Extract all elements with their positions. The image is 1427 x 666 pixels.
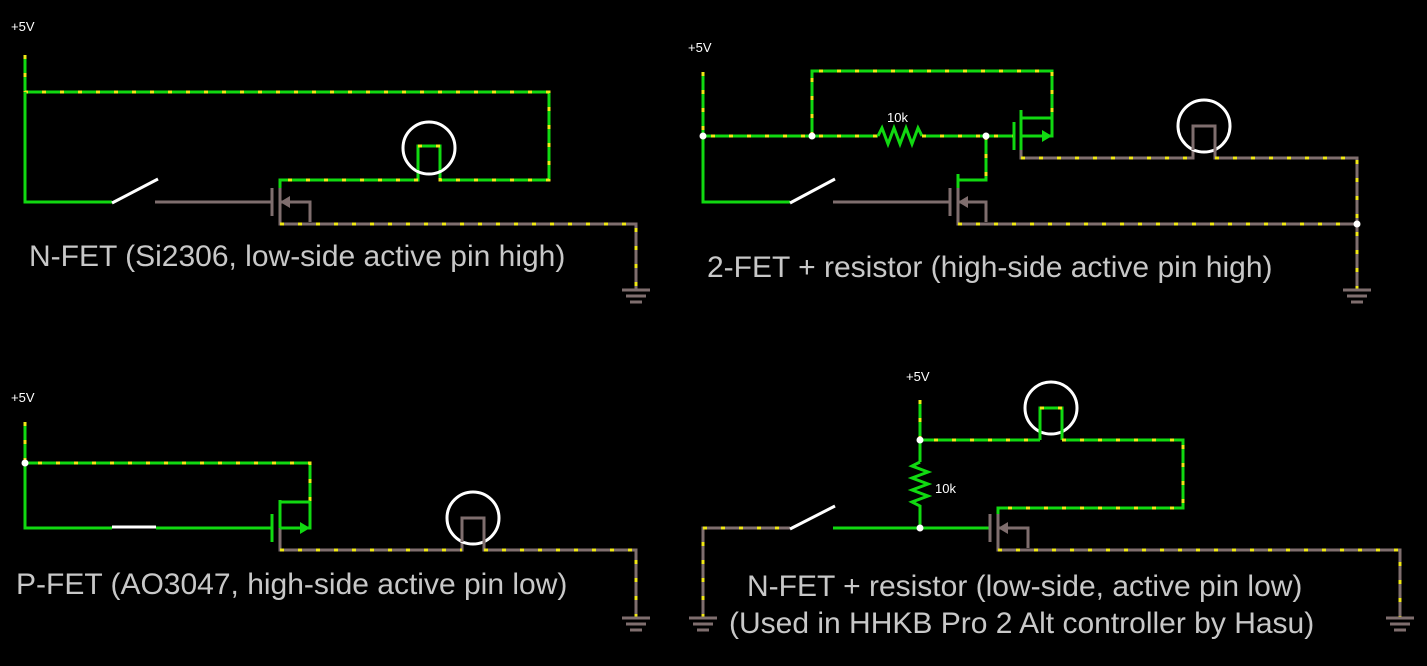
circuit-2fet-resistor: +5V 10k (688, 40, 1371, 304)
circuit-caption: N-FET (Si2306, low-side active pin high) (29, 240, 565, 273)
ground-icon (1386, 616, 1414, 632)
wire-switch-left (23, 92, 112, 204)
switch-icon[interactable] (789, 177, 836, 205)
supply-label: +5V (11, 19, 35, 34)
ground-icon (622, 616, 650, 632)
wire-supply-top (810, 69, 1054, 136)
supply-label: +5V (906, 369, 930, 384)
circuit-caption: 2-FET + resistor (high-side active pin h… (707, 251, 1273, 284)
wire-supply (23, 55, 551, 182)
ground-icon (1343, 288, 1371, 304)
wire-supply (918, 400, 1040, 442)
supply-label: +5V (11, 390, 35, 405)
lamp-icon (1023, 380, 1079, 436)
lamp-filament (1191, 124, 1217, 150)
resistor-icon (907, 460, 933, 528)
wire-drain (996, 438, 1185, 516)
circuit-caption-2: (Used in HHKB Pro 2 Alt controller by Ha… (729, 607, 1314, 640)
wire-supply (701, 72, 878, 138)
switch-icon[interactable] (789, 504, 836, 531)
resistor-icon (876, 123, 924, 149)
n-fet-icon (948, 174, 988, 222)
wire-drain (278, 170, 420, 190)
circuit-caption: P-FET (AO3047, high-side active pin low) (16, 568, 567, 601)
supply-label: +5V (688, 40, 712, 55)
wire-switch-left (701, 136, 790, 204)
p-fet-icon (1012, 110, 1054, 150)
circuit-nfet-lowside: +5V N-FET (Si2306, low-side active pin h… (11, 19, 650, 304)
lamp-filament (416, 144, 442, 170)
wire-switch-left (23, 463, 112, 530)
circuit-caption: N-FET + resistor (low-side, active pin l… (747, 570, 1302, 603)
n-fet-icon (988, 514, 1030, 548)
lamp-filament (1038, 406, 1064, 440)
lamp-icon (1176, 98, 1232, 154)
ground-icon (622, 288, 650, 304)
lamp-icon (445, 490, 501, 546)
p-fet-icon (270, 500, 312, 542)
n-fet-icon (270, 188, 312, 222)
lamp-icon (401, 120, 457, 176)
switch-icon[interactable] (111, 177, 159, 205)
wire-drain-n (956, 136, 988, 188)
wire-lamp (1019, 150, 1195, 160)
lamp-filament (460, 516, 486, 542)
resistor-label: 10k (887, 110, 908, 125)
ground-icon (689, 616, 717, 632)
wire-source (278, 214, 638, 290)
circuit-pfet-highside: +5V P-FET (AO3047, high-side active pin … (11, 390, 650, 632)
circuit-nfet-resistor: +5V 10k N-FET + resistor (689, 369, 1414, 640)
resistor-label: 10k (935, 481, 956, 496)
